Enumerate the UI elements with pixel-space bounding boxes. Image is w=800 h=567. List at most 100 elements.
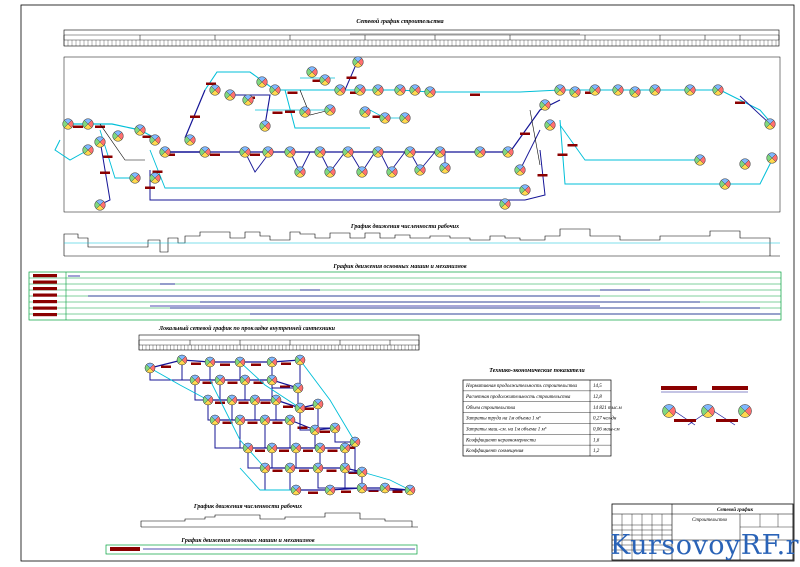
local-network-nodes <box>144 354 416 496</box>
event-node <box>379 112 391 124</box>
work-label <box>304 407 314 410</box>
event-node <box>94 199 106 211</box>
work-arrow <box>559 119 773 185</box>
event-node <box>284 414 296 426</box>
event-node <box>242 94 254 106</box>
work-label <box>557 153 568 156</box>
work-label <box>735 101 745 104</box>
work-arrow <box>524 149 546 201</box>
tech-indicator-value: 0,06 маш-см <box>593 427 620 432</box>
event-node <box>112 130 124 142</box>
work-arrow <box>344 468 385 489</box>
event-node <box>269 84 281 96</box>
work-arrow <box>509 99 561 153</box>
tech-indicator-label: Затраты труда на 1м объема 1 м³ <box>466 416 541 422</box>
work-label <box>260 401 271 404</box>
event-node <box>249 394 261 406</box>
event-node <box>259 462 271 474</box>
event-node <box>712 84 724 96</box>
work-arrow <box>430 89 561 93</box>
event-node <box>239 374 251 386</box>
sheet-frame <box>20 4 795 562</box>
work-label <box>567 144 578 147</box>
event-node <box>329 422 341 434</box>
work-label <box>346 76 357 79</box>
event-node <box>519 184 531 196</box>
event-node <box>612 84 624 96</box>
work-arrow <box>247 448 265 469</box>
event-node <box>399 112 411 124</box>
event-node <box>209 84 221 96</box>
network-graph-section: Сетевой график строительства <box>54 18 781 213</box>
work-arrow <box>54 139 89 161</box>
event-node <box>266 374 278 386</box>
event-node <box>319 74 331 86</box>
event-node <box>62 118 74 130</box>
work-label <box>280 385 290 388</box>
event-node <box>694 154 706 166</box>
machines-local-table <box>105 544 418 555</box>
work-label <box>215 401 225 404</box>
event-node <box>239 146 251 158</box>
work-label <box>326 469 337 472</box>
event-node <box>414 164 426 176</box>
work-label <box>250 153 260 156</box>
event-node <box>434 146 446 158</box>
local-network-section: Локальный сетевой график по прокладке вн… <box>138 325 420 496</box>
tech-indicator-label: Объем строительства <box>466 406 516 411</box>
work-arrow <box>149 149 525 189</box>
work-label <box>191 362 201 365</box>
work-label <box>220 363 230 366</box>
work-label <box>206 82 216 85</box>
event-node <box>404 484 416 496</box>
work-label <box>470 93 480 96</box>
event-node <box>202 394 214 406</box>
event-node <box>339 442 351 454</box>
work-label <box>350 91 360 94</box>
machine-label <box>33 313 57 317</box>
work-arrow <box>559 124 700 161</box>
work-label <box>210 153 220 156</box>
event-node <box>312 398 324 410</box>
work-arrow <box>529 109 541 166</box>
machine-label <box>33 280 57 284</box>
event-node <box>649 84 661 96</box>
machines-local-title: График движения основных машин и механиз… <box>180 537 315 544</box>
tech-indicator-value: 0,27 чел-дн <box>593 417 617 422</box>
work-arrow <box>149 359 183 369</box>
work-label <box>585 91 595 94</box>
event-node <box>514 164 526 176</box>
work-arrow <box>289 420 320 449</box>
machine-label <box>33 274 57 278</box>
work-label <box>281 362 291 365</box>
work-label <box>202 381 213 384</box>
tech-indicator-label: Расчетная продолжительность строительств… <box>465 395 571 400</box>
event-node <box>349 436 361 448</box>
event-node <box>290 442 302 454</box>
network-frame <box>63 56 781 213</box>
work-label <box>247 421 258 424</box>
work-label <box>255 449 265 452</box>
event-node <box>306 66 318 78</box>
title-block-subtitle: Строительство <box>692 518 728 523</box>
event-node <box>309 424 321 436</box>
event-node <box>589 84 601 96</box>
event-node <box>701 404 715 418</box>
tech-indicator-label: Нормативная продолжительность строительс… <box>465 384 578 389</box>
work-label <box>341 490 351 493</box>
work-arrow <box>271 448 290 469</box>
event-node <box>569 86 581 98</box>
work-label <box>95 125 105 128</box>
event-node <box>176 354 188 366</box>
local-network-edges <box>149 359 411 494</box>
event-node <box>259 120 271 132</box>
event-node <box>224 89 236 101</box>
event-node <box>379 482 391 494</box>
event-node <box>82 118 94 130</box>
work-arrow <box>230 94 271 126</box>
machines-main-title: График движения основных машин и механиз… <box>332 263 467 270</box>
event-node <box>129 172 141 184</box>
event-node <box>739 158 751 170</box>
event-node <box>94 136 106 148</box>
event-node <box>324 484 336 496</box>
